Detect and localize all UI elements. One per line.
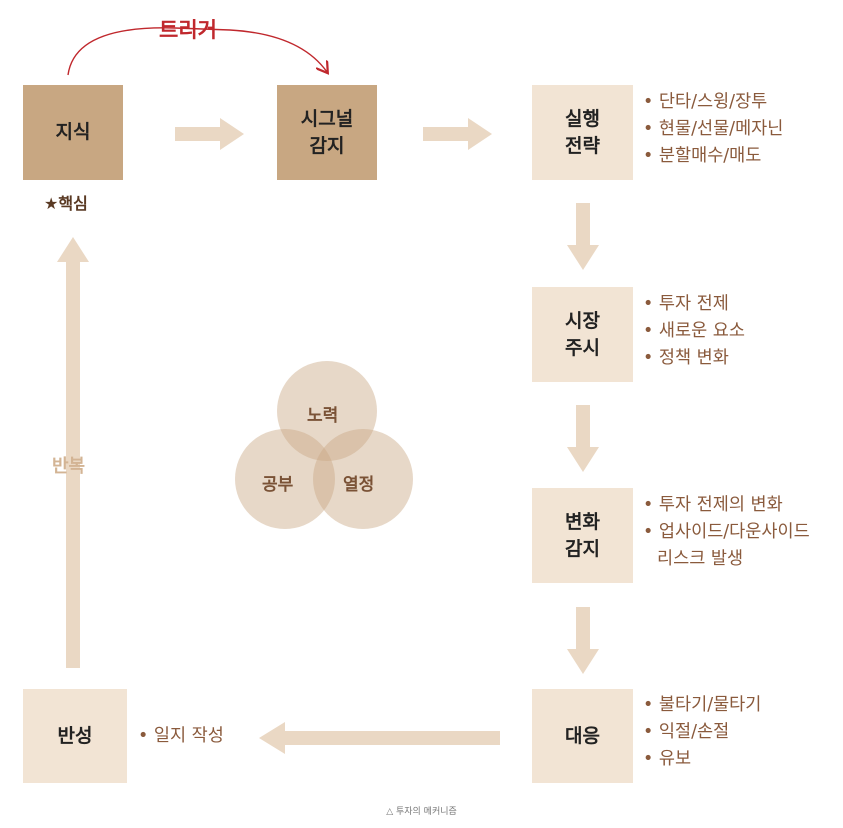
response-box: 대응 bbox=[532, 689, 633, 783]
list-item: 분할매수/매도 bbox=[643, 143, 783, 170]
watch-label: 시장 주시 bbox=[565, 309, 600, 359]
strategy-label: 실행 전략 bbox=[565, 107, 600, 157]
list-item: 업사이드/다운사이드 bbox=[643, 519, 810, 546]
arrow-knowledge-to-signal bbox=[175, 118, 244, 150]
venn-label-left: 공부 bbox=[262, 475, 294, 495]
watch-box: 시장 주시 bbox=[532, 287, 633, 382]
knowledge-box: 지식 bbox=[23, 85, 123, 180]
knowledge-label: 지식 bbox=[55, 121, 91, 143]
trigger-arc bbox=[67, 27, 327, 76]
arrow-watch-to-change bbox=[567, 405, 599, 472]
list-item: 리스크 발생 bbox=[657, 549, 744, 569]
list-item: 정책 변화 bbox=[643, 345, 745, 372]
list-item: 새로운 요소 bbox=[643, 318, 745, 345]
change-label: 변화 감지 bbox=[565, 510, 600, 560]
list-item: 단타/스윙/장투 bbox=[643, 89, 783, 116]
arrow-change-to-response bbox=[567, 607, 599, 674]
response-label: 대응 bbox=[565, 724, 600, 747]
reflect-list: 일지 작성 bbox=[138, 723, 224, 750]
venn-circle-right bbox=[313, 429, 413, 529]
change-box: 변화 감지 bbox=[532, 488, 633, 583]
reflect-box: 반성 bbox=[23, 689, 127, 783]
list-item: 불타기/물타기 bbox=[643, 692, 762, 719]
arrow-response-to-reflect bbox=[259, 722, 500, 754]
list-item: 일지 작성 bbox=[138, 723, 224, 750]
strategy-list: 단타/스윙/장투 현물/선물/메자닌 분할매수/매도 bbox=[643, 89, 784, 170]
arrow-signal-to-strategy bbox=[423, 118, 492, 150]
reflect-label: 반성 bbox=[57, 724, 93, 747]
list-item: 투자 전제의 변화 bbox=[643, 492, 810, 519]
venn-circle-top bbox=[277, 361, 377, 461]
signal-label: 시그널 감지 bbox=[300, 107, 354, 157]
list-item: 투자 전제 bbox=[643, 291, 745, 318]
response-list: 불타기/물타기 익절/손절 유보 bbox=[643, 692, 762, 773]
arrow-strategy-to-watch bbox=[567, 203, 599, 270]
repeat-label: 반복 bbox=[52, 456, 86, 477]
list-item: 현물/선물/메자닌 bbox=[643, 116, 784, 143]
trigger-label: 트리거 bbox=[159, 18, 217, 42]
caption: △ 투자의 메커니즘 bbox=[386, 807, 457, 817]
signal-box: 시그널 감지 bbox=[277, 85, 377, 180]
list-item: 익절/손절 bbox=[643, 719, 761, 746]
list-item: 유보 bbox=[643, 746, 761, 773]
strategy-box: 실행 전략 bbox=[532, 85, 633, 180]
core-label: ★핵심 bbox=[44, 194, 88, 213]
venn-label-right: 열정 bbox=[343, 475, 375, 495]
change-list: 투자 전제의 변화 업사이드/다운사이드 리스크 발생 bbox=[643, 492, 810, 573]
venn-circle-left bbox=[235, 429, 335, 529]
watch-list: 투자 전제 새로운 요소 정책 변화 bbox=[643, 291, 745, 372]
arrow-repeat-up bbox=[57, 237, 89, 668]
venn-label-top: 노력 bbox=[307, 406, 339, 426]
